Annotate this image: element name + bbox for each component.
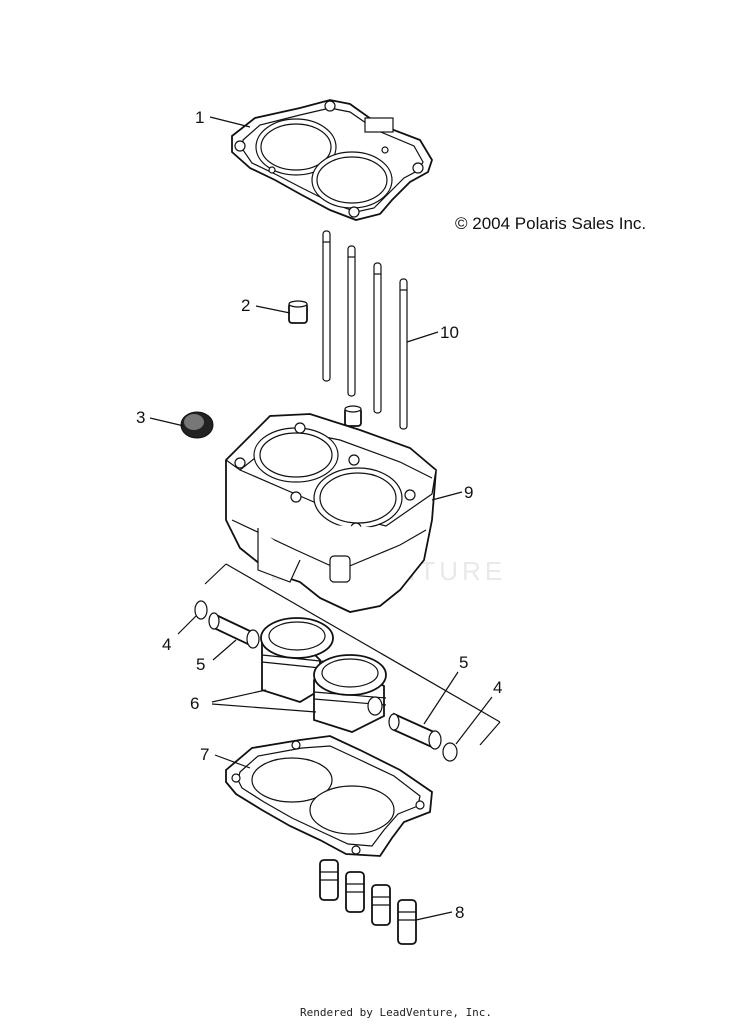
callout-9: 9 — [431, 483, 473, 502]
piston-pin-clip-left-part[interactable] — [194, 600, 208, 620]
piston-pin-right-part[interactable] — [388, 712, 442, 750]
svg-text:2: 2 — [241, 296, 250, 315]
piston-pin-clip-right-part[interactable] — [442, 742, 458, 762]
svg-text:4: 4 — [162, 635, 171, 654]
svg-text:1: 1 — [195, 108, 204, 127]
callout-1: 1 — [195, 108, 251, 128]
stud-bolts-part[interactable] — [322, 230, 408, 430]
copyright-text: © 2004 Polaris Sales Inc. — [455, 214, 646, 233]
callout-6: 6 — [190, 689, 317, 713]
piston-pin-left-part[interactable] — [208, 612, 260, 649]
svg-text:3: 3 — [136, 408, 145, 427]
pistons-part[interactable] — [260, 617, 387, 733]
svg-text:8: 8 — [455, 903, 464, 922]
callout-4-right: 4 — [455, 678, 502, 745]
base-gasket-part[interactable] — [225, 735, 433, 857]
callout-2: 2 — [241, 296, 291, 315]
base-dowels-part[interactable] — [319, 859, 417, 945]
expansion-plug-part[interactable] — [180, 411, 214, 439]
footer-credit: Rendered by LeadVenture, Inc. — [300, 1006, 492, 1019]
svg-text:6: 6 — [190, 694, 199, 713]
svg-text:7: 7 — [200, 745, 209, 764]
callout-7: 7 — [200, 745, 251, 769]
callout-10: 10 — [406, 323, 459, 343]
callout-3: 3 — [136, 408, 185, 427]
svg-text:9: 9 — [464, 483, 473, 502]
svg-text:4: 4 — [493, 678, 502, 697]
svg-text:5: 5 — [196, 655, 205, 674]
svg-text:5: 5 — [459, 653, 468, 672]
assembly-group-lines — [204, 563, 501, 746]
head-gasket-part[interactable] — [231, 99, 433, 221]
dowel-pin-on-cylinder — [344, 405, 362, 427]
callout-4-left: 4 — [162, 615, 197, 654]
callout-5-left: 5 — [196, 639, 237, 674]
cylinder-block-part[interactable] — [225, 413, 437, 613]
dowel-pin-top-part[interactable] — [288, 300, 308, 324]
callout-5-right: 5 — [423, 653, 468, 725]
callout-8: 8 — [415, 903, 464, 922]
svg-text:10: 10 — [440, 323, 459, 342]
